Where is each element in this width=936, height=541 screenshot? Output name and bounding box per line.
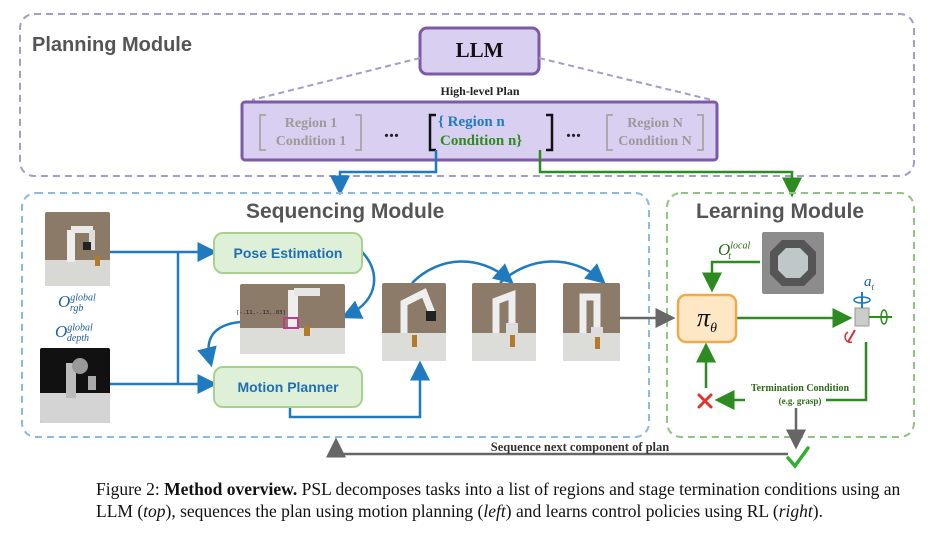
policy-label: πθ — [697, 303, 717, 337]
rgb-observation-label: Oglobalrgb — [58, 292, 96, 315]
sequencing-module-title: Sequencing Module — [246, 200, 445, 223]
plan-region-1: Region 1 — [284, 116, 338, 131]
check-icon — [786, 446, 810, 469]
depth-observation-label: Oglobaldepth — [55, 322, 93, 345]
global-rgb-image — [45, 212, 110, 286]
termination-condition-label: Termination Condition — [750, 383, 850, 394]
llm-label: LLM — [455, 38, 504, 62]
trajectory-frame-1 — [382, 283, 446, 361]
policy-box — [676, 293, 738, 344]
trajectory-frame-3 — [563, 283, 620, 361]
pose-estimate-image — [240, 284, 345, 354]
motion-planner-box: Motion Planner — [213, 366, 363, 408]
pose-estimation-box: Pose Estimation — [213, 232, 363, 274]
planning-module-frame — [19, 13, 915, 177]
plan-condition-N: Condition N — [618, 134, 692, 149]
figure-caption: Figure 2: Method overview. PSL decompose… — [96, 479, 901, 521]
plan-ellipsis-left: ... — [384, 120, 399, 142]
cross-icon — [697, 393, 713, 409]
plan-ellipsis-right: ... — [566, 120, 581, 142]
sequence-next-label: Sequence next component of plan — [490, 440, 670, 454]
llm-box — [418, 26, 541, 76]
termination-example-label: (e.g. grasp) — [778, 396, 822, 406]
action-label: at — [864, 274, 875, 292]
planning-module-title: Planning Module — [32, 34, 192, 56]
plan-region-n: { Region n — [438, 114, 505, 130]
high-level-plan-label: High-level Plan — [440, 84, 520, 98]
method-overview-diagram — [19, 13, 915, 469]
plan-condition-n: Condition n} — [440, 133, 523, 149]
sequencing-module-frame — [21, 192, 650, 438]
pose-coordinate-readout: [-.11,-.13,.03] — [236, 310, 286, 316]
local-observation-image — [762, 232, 824, 294]
plan-region-N: Region N — [627, 116, 683, 131]
local-observation-label: Olocalt — [718, 240, 751, 263]
trajectory-frame-2 — [472, 283, 536, 361]
learning-module-title: Learning Module — [696, 200, 864, 223]
global-depth-image — [40, 348, 110, 423]
plan-condition-1: Condition 1 — [275, 134, 347, 149]
gripper-action-icon — [844, 292, 892, 344]
